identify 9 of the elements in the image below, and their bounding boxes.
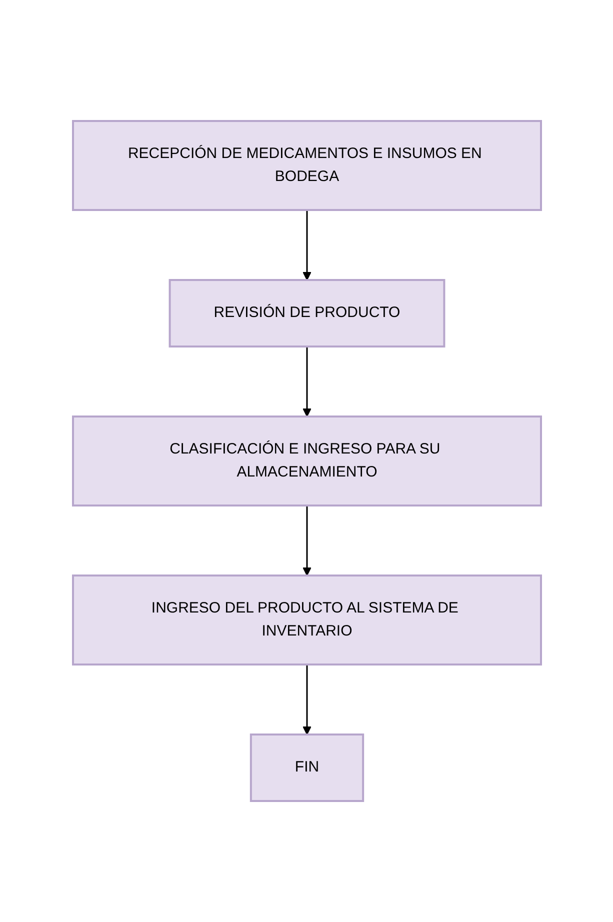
arrow (302, 346, 311, 417)
node-box: INGRESO DEL PRODUCTO AL SISTEMA DE INVENTARIO (72, 574, 542, 666)
node-box: FIN (249, 734, 364, 802)
node-box: REVISIÓN DE PRODUCTO (168, 279, 445, 348)
arrow (302, 210, 311, 280)
node-box: RECEPCIÓN DE MEDICAMENTOS E INSUMOS EN BODEGA (72, 120, 542, 211)
arrow (302, 506, 311, 576)
arrow (302, 664, 311, 735)
node-box: CLASIFICACIÓN E INGRESO PARA SU ALMACENAMIENTO (72, 416, 542, 506)
